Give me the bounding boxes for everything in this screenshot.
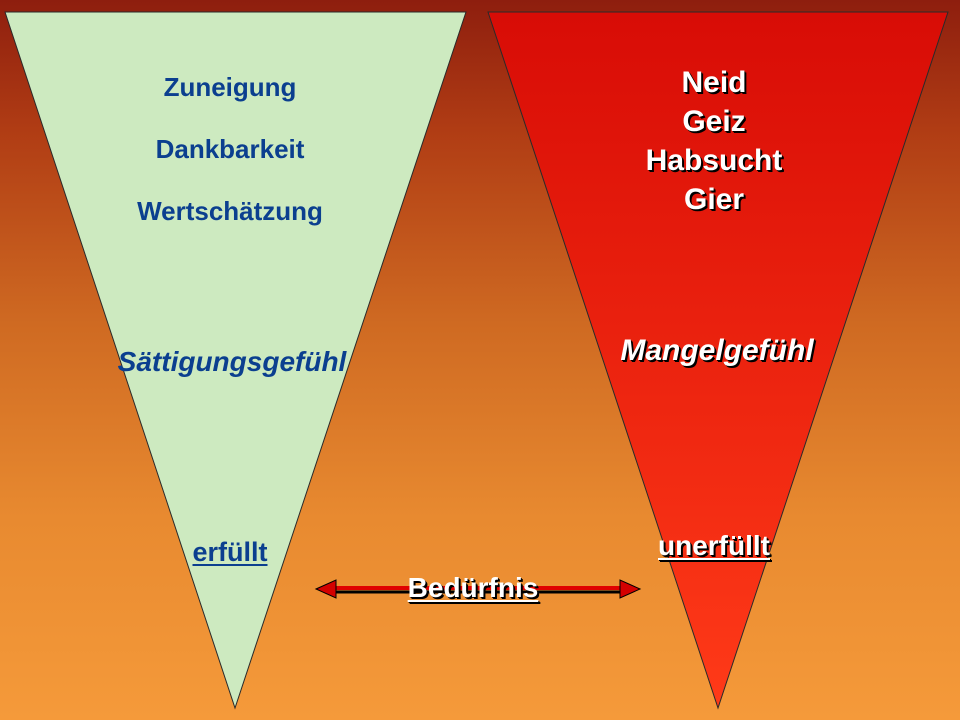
right-item-habsucht: Habsucht xyxy=(645,144,783,177)
right-item-geiz: Geiz xyxy=(682,105,746,138)
left-state-label: erfüllt xyxy=(192,537,268,567)
right-item-gier: Gier xyxy=(683,183,745,216)
need-arrow-label: Bedürfnis xyxy=(407,572,539,603)
need-arrow xyxy=(314,579,642,599)
left-funnel-shape xyxy=(4,11,467,710)
left-item-dankbarkeit: Dankbarkeit xyxy=(155,134,305,164)
right-funnel-shape xyxy=(487,11,949,710)
left-item-zuneigung: Zuneigung xyxy=(163,72,297,102)
arrow-head-right xyxy=(619,579,642,599)
right-item-neid: Neid xyxy=(681,66,747,99)
right-feeling-label: Mangelgefühl xyxy=(620,334,814,367)
arrow-head-left xyxy=(314,579,337,599)
right-state-label: unerfüllt xyxy=(658,530,770,561)
left-feeling-label: Sättigungsgefühl xyxy=(117,346,347,377)
left-item-wertschaetzung: Wertschätzung xyxy=(137,196,323,226)
